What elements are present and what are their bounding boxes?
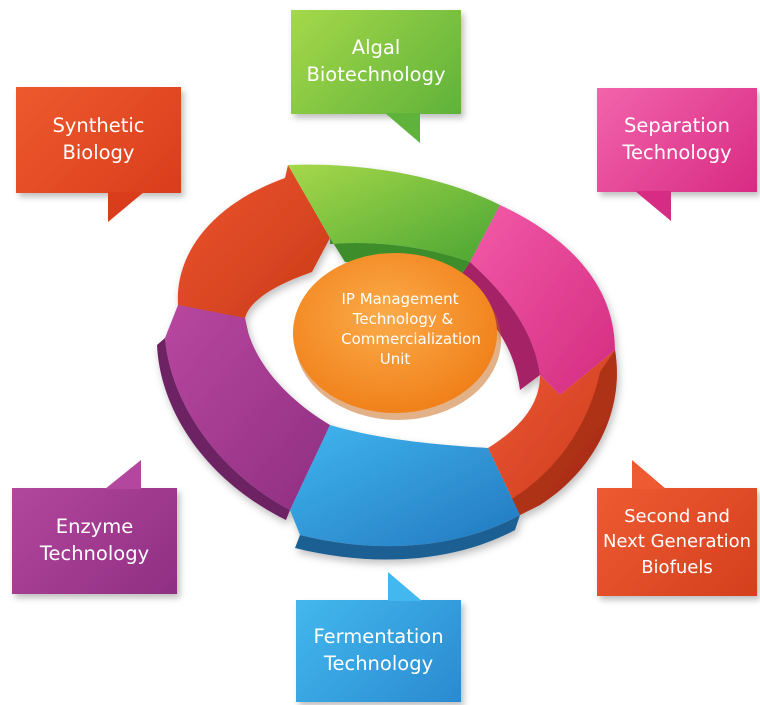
callout-algal-line-2: Biotechnology xyxy=(306,63,446,86)
callout-biofuels-line-3: Biofuels xyxy=(641,556,713,578)
center-label-line-1: IP Management xyxy=(341,290,459,308)
callout-fermentation-line-1: Fermentation xyxy=(313,625,444,649)
callout-separation-text: Separation Technology xyxy=(622,113,731,167)
callout-biofuels-line-2: Next Generation xyxy=(602,531,752,553)
segment-synthetic-biology[interactable] xyxy=(177,165,330,318)
callout-algal-text: Algal Biotechnology xyxy=(306,35,445,89)
callout-synthetic-biology[interactable]: Synthetic Biology xyxy=(16,87,181,193)
callout-algal-line-1: Algal xyxy=(351,36,401,60)
callout-biofuels-text: Second and Next Generation Biofuels xyxy=(603,504,751,581)
segment-separation-technology[interactable] xyxy=(470,205,615,395)
callout-fermentation-technology[interactable]: Fermentation Technology xyxy=(296,600,461,702)
center-hub xyxy=(293,253,501,420)
callout-fermentation-text: Fermentation Technology xyxy=(313,624,443,678)
center-label-line-4: Unit xyxy=(379,349,411,368)
callout-fermentation-line-2: Technology xyxy=(323,652,434,675)
callout-synthetic-text: Synthetic Biology xyxy=(52,113,144,167)
callout-synthetic-line-2: Biology xyxy=(62,141,135,164)
callout-enzyme-text: Enzyme Technology xyxy=(40,514,149,568)
callout-biofuels-tail xyxy=(632,460,666,489)
segment-biofuels[interactable] xyxy=(488,350,617,515)
callout-synthetic-line-1: Synthetic xyxy=(52,114,145,138)
center-disc[interactable] xyxy=(293,253,497,413)
segment-biofuels-side xyxy=(510,350,617,515)
callout-separation-tail xyxy=(635,191,671,221)
segment-algal-biotechnology[interactable] xyxy=(288,164,500,262)
callout-separation-line-2: Technology xyxy=(622,141,732,164)
callout-enzyme-technology[interactable]: Enzyme Technology xyxy=(12,488,177,594)
segment-fermentation-technology[interactable] xyxy=(290,425,520,547)
center-label: IP Management Technology & Commercializa… xyxy=(300,290,500,370)
segment-enzyme-technology[interactable] xyxy=(165,305,330,510)
callout-separation-line-1: Separation xyxy=(623,114,730,138)
callout-algal-biotechnology[interactable]: Algal Biotechnology xyxy=(291,10,461,114)
center-label-line-2: Technology & xyxy=(352,309,454,328)
callout-fermentation-tail xyxy=(388,572,422,601)
callout-enzyme-line-2: Technology xyxy=(39,542,150,565)
callout-synthetic-tail xyxy=(108,192,144,222)
callout-enzyme-tail xyxy=(105,460,141,489)
callout-biofuels[interactable]: Second and Next Generation Biofuels xyxy=(597,488,757,596)
callout-algal-tail xyxy=(385,113,420,143)
center-label-line-3: Commercialization xyxy=(341,329,481,348)
callout-enzyme-line-1: Enzyme xyxy=(55,515,134,539)
callout-biofuels-line-1: Second and xyxy=(624,505,730,527)
segment-fermentation-side xyxy=(295,515,520,560)
callout-separation-technology[interactable]: Separation Technology xyxy=(597,88,757,192)
cycle-ring xyxy=(157,164,617,560)
